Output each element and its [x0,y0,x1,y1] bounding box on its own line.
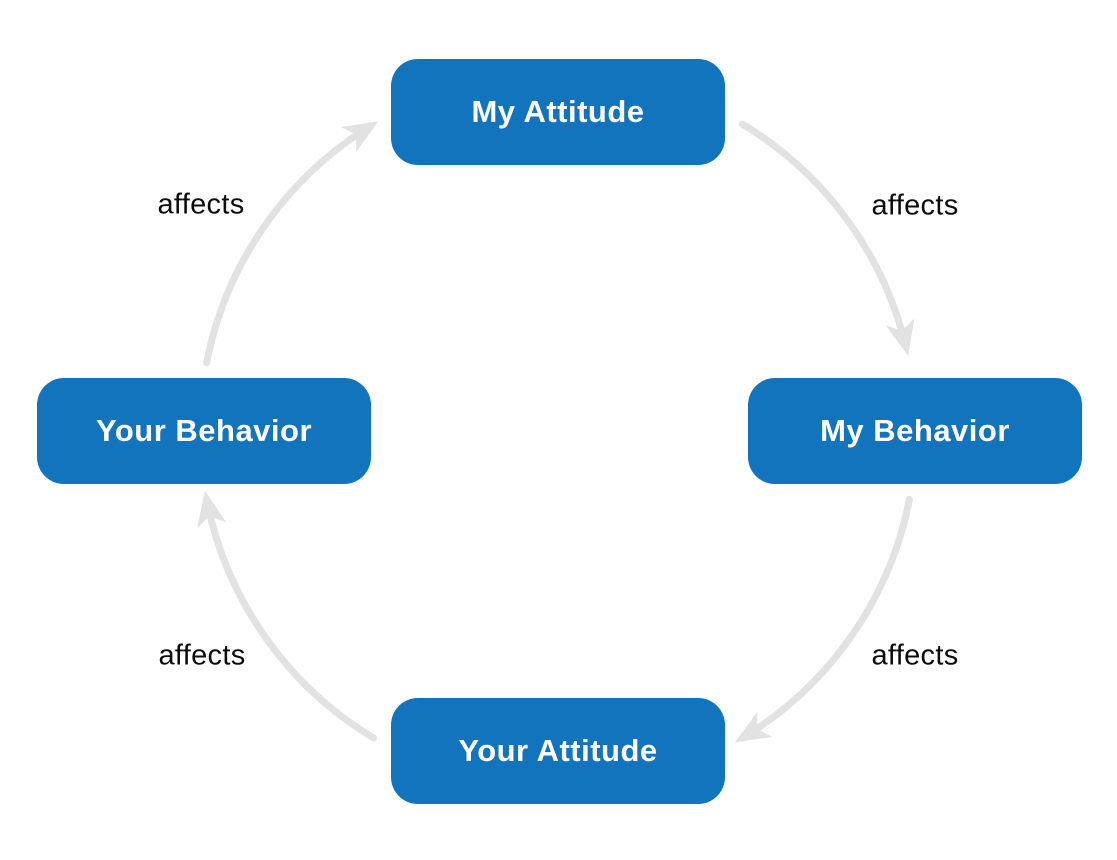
node-label-your-behavior: Your Behavior [95,413,313,448]
node-label-your-attitude: Your Attitude [458,733,658,768]
node-my-attitude: My Attitude [391,59,725,165]
arrow-my-attitude-to-my-behavior [738,120,915,356]
node-my-behavior: My Behavior [748,378,1082,484]
arrow-my-behavior-to-your-attitude [734,495,913,743]
node-your-behavior: Your Behavior [37,378,371,484]
node-label-my-behavior: My Behavior [820,413,1010,448]
node-your-attitude: Your Attitude [391,698,725,804]
edge-label-top-right: affects [871,189,959,222]
edge-label-top-left: affects [157,188,245,221]
arrow-your-behavior-to-my-attitude [203,121,379,367]
edge-label-bottom-left: affects [158,639,246,672]
arrow-your-attitude-to-your-behavior [197,490,378,742]
edge-label-bottom-right: affects [871,639,959,672]
node-label-my-attitude: My Attitude [471,94,645,129]
